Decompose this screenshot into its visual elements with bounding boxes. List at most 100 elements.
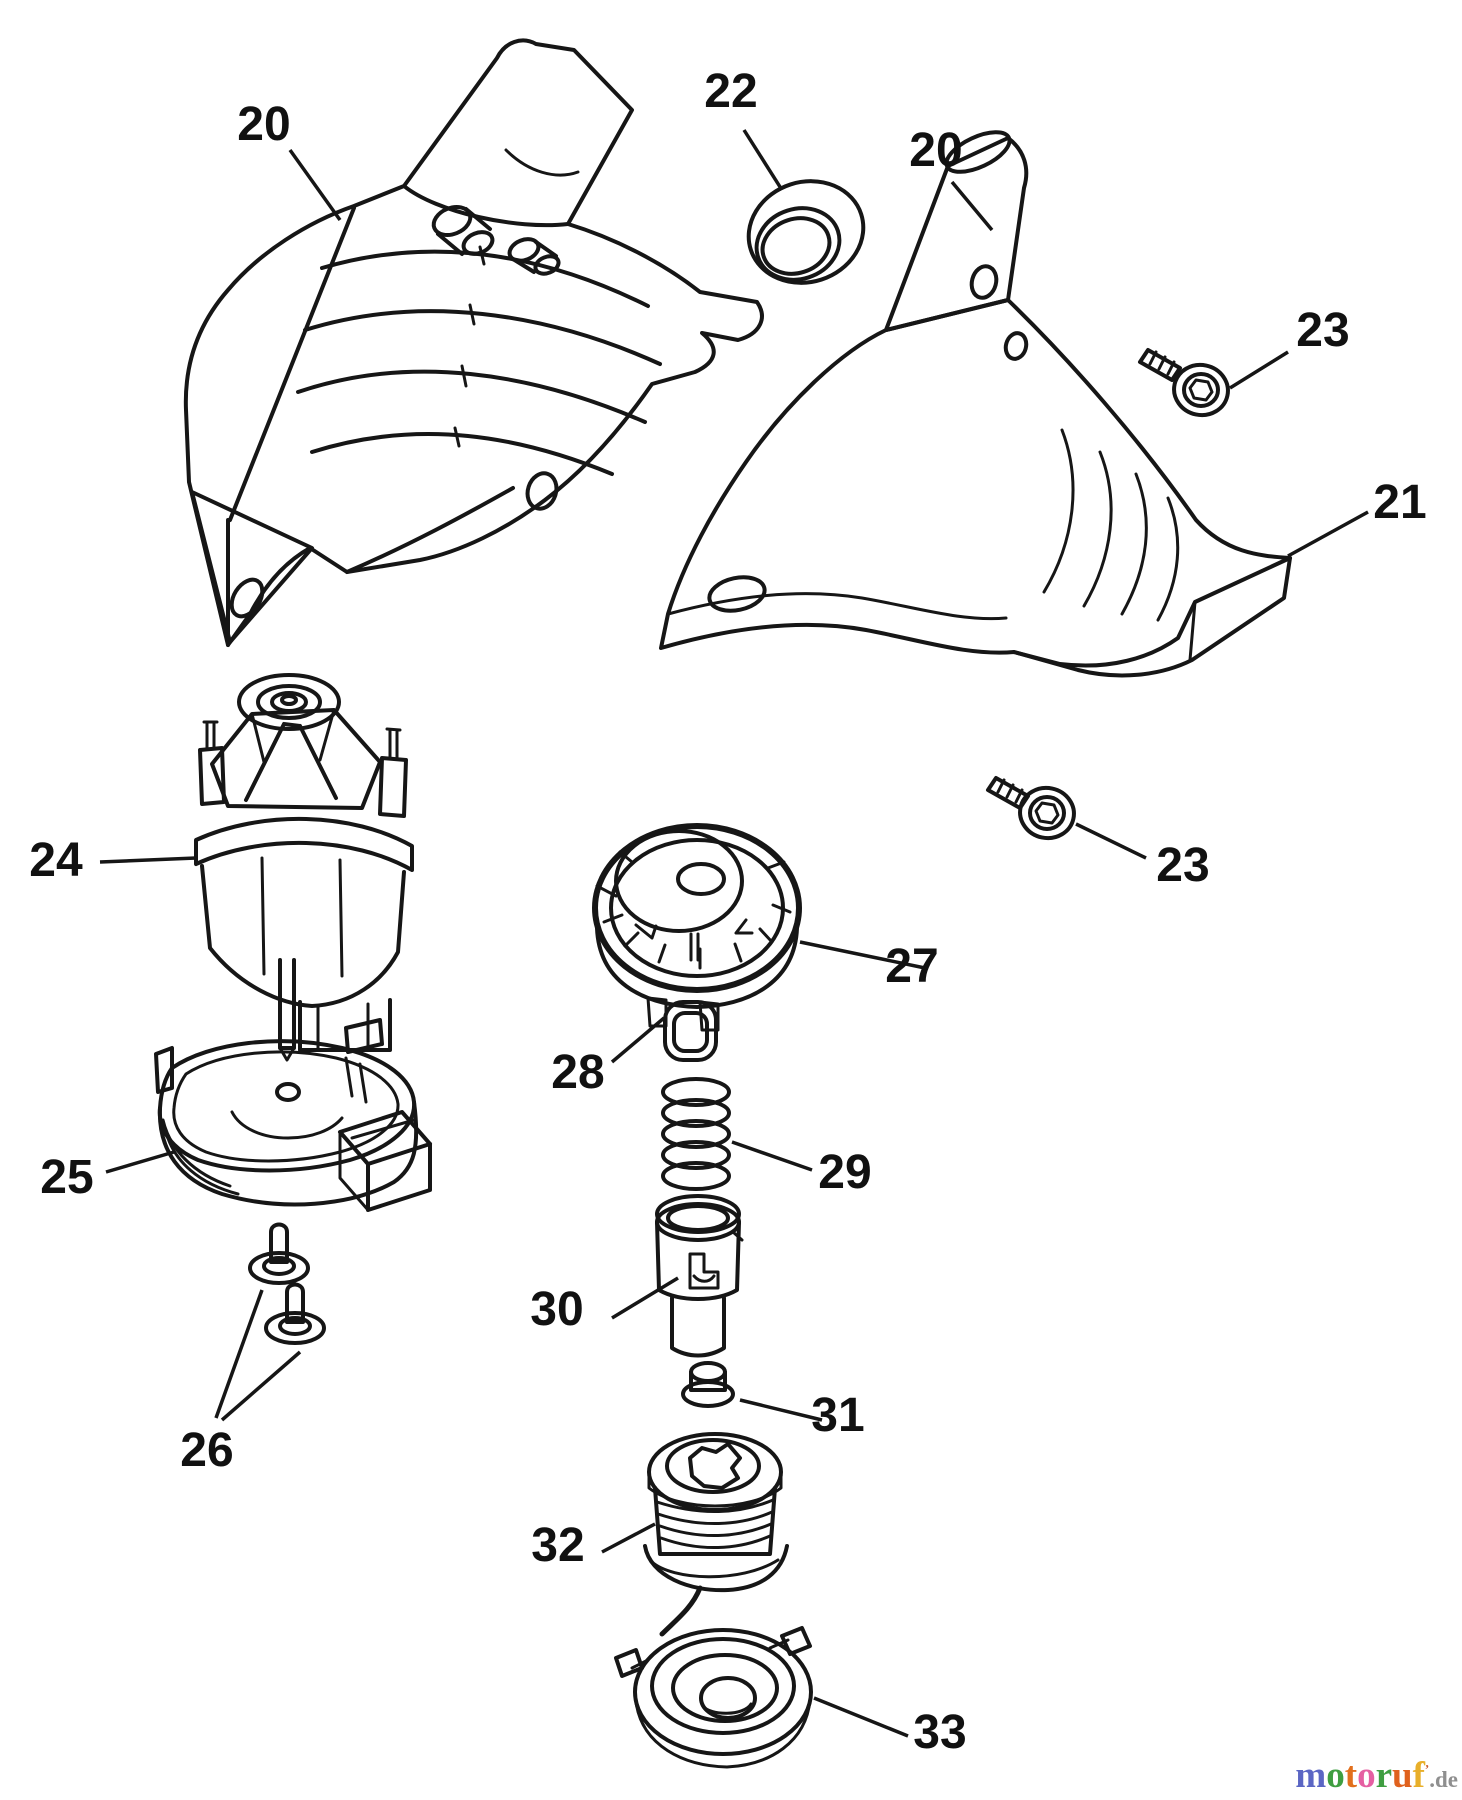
cup-inner-rim [172,1050,400,1163]
part-label-28: 28 [551,1046,604,1099]
part-label-31: 31 [811,1389,864,1442]
screw-thread [1138,348,1182,382]
hex-socket [1034,801,1060,825]
part-label-30: 30 [530,1283,583,1336]
connector-side-lines [338,1118,416,1212]
part-label-21: 21 [1373,476,1426,529]
screw-head [1018,785,1076,841]
screw-2-stem [285,1282,305,1324]
flange-band [194,817,414,872]
leader-24 [99,856,197,864]
dome-outline [659,298,1292,668]
watermark-motoruf-logo: motoruf’.de [1295,1757,1458,1794]
center-hole [676,862,726,896]
part-label-25: 25 [40,1151,93,1204]
window-cutout [688,1252,720,1290]
coil-3 [661,1119,731,1149]
part-label-27: 27 [885,940,938,993]
part-24-motor-drawing [194,673,414,1062]
hex-socket [1188,378,1214,402]
body-edge-lines [260,856,344,978]
watermark-letter: t [1344,1755,1358,1796]
leader-32 [601,1522,656,1554]
boot-step-line [1188,600,1197,662]
coil-2 [661,1098,731,1128]
tube-inner-line [504,148,580,177]
barrel [653,1486,777,1556]
part-label-33: 33 [913,1706,966,1759]
part-label-26: 26 [180,1424,233,1477]
line-tail [659,1585,703,1637]
cup-skirt [157,1100,419,1207]
part-31-nut-drawing [681,1361,735,1408]
part-20-left-housing-drawing [183,38,764,647]
part-label-32: 32 [531,1519,584,1572]
watermark-letter: m [1295,1755,1327,1796]
window-hook [692,1274,716,1283]
flange-inner-line [666,592,1008,621]
thread-marks [1148,350,1176,376]
top-right-tab [344,1018,384,1054]
part-label-20-left: 20 [237,98,290,151]
lower-cylinder [670,1296,726,1358]
center-pin [689,932,700,962]
outer-rim [592,823,802,993]
screw-1-stem [269,1222,289,1264]
cover-skirt [634,1698,812,1769]
screw-1-head [262,1256,296,1276]
leader-26-a [214,1289,264,1419]
part-label-23-bottom: 23 [1156,839,1209,892]
rib-tick-marks [453,245,486,448]
watermark-letter: r [1375,1755,1392,1796]
part-label-23-top: 23 [1296,304,1349,357]
brush-post-left [198,746,226,806]
coil-4 [661,1140,731,1170]
roller-boss [525,471,559,511]
ring-outer [746,179,866,285]
part-label-24: 24 [29,834,83,887]
bearing-boss-center [280,694,298,706]
tab-left [614,1648,644,1678]
grip-rib-arcs [1042,428,1180,622]
eyelet-outer [663,1000,718,1062]
floor-hole [275,1082,301,1102]
screw-1-collar [248,1251,310,1285]
watermark-tick-mark: ’ [1424,1761,1430,1777]
cover-bowl [671,1653,779,1723]
leader-20-left [288,148,342,222]
head-flange [1028,795,1066,831]
floor-opening-arc [230,1110,344,1140]
part-23-screw-top-drawing [1138,348,1230,418]
bottom-flange-inner [650,1558,780,1579]
head-flange [1182,372,1220,408]
leader-25 [105,1150,175,1174]
leader-26-b [220,1350,302,1422]
collar-rim-line [402,184,570,228]
hole-shade-arc [701,1702,753,1715]
part-label-20-right: 20 [909,124,962,177]
screw-hole-lower [1003,331,1029,361]
bearing-boss-mid [256,684,322,720]
part-28-eyelet-drawing [663,1000,718,1062]
watermark-letter: o [1326,1755,1345,1796]
top-flange-thickness [647,1470,783,1508]
screw-2-head [278,1316,312,1336]
part-22-bushing-drawing [746,179,866,285]
leader-27 [799,940,926,970]
strut-frame [244,722,338,802]
left-tab [154,1046,174,1094]
motor-shaft [278,958,296,1050]
top-flange-inner [665,1438,761,1494]
connector-front-face [366,1142,432,1212]
corner-ridge-lines [226,206,356,647]
leader-23-bottom [1075,822,1147,860]
ratchet-teeth [634,918,754,940]
band-lower-edge [345,486,515,574]
part-29-spring-drawing [661,1077,731,1191]
screw-2-collar [264,1311,326,1345]
leader-23-top [1229,350,1289,390]
motor-body [200,864,406,1008]
part-27-hub-cap-drawing [592,823,802,1032]
brush-post-right [378,756,408,818]
part-30-drive-adapter-drawing [655,1194,744,1358]
